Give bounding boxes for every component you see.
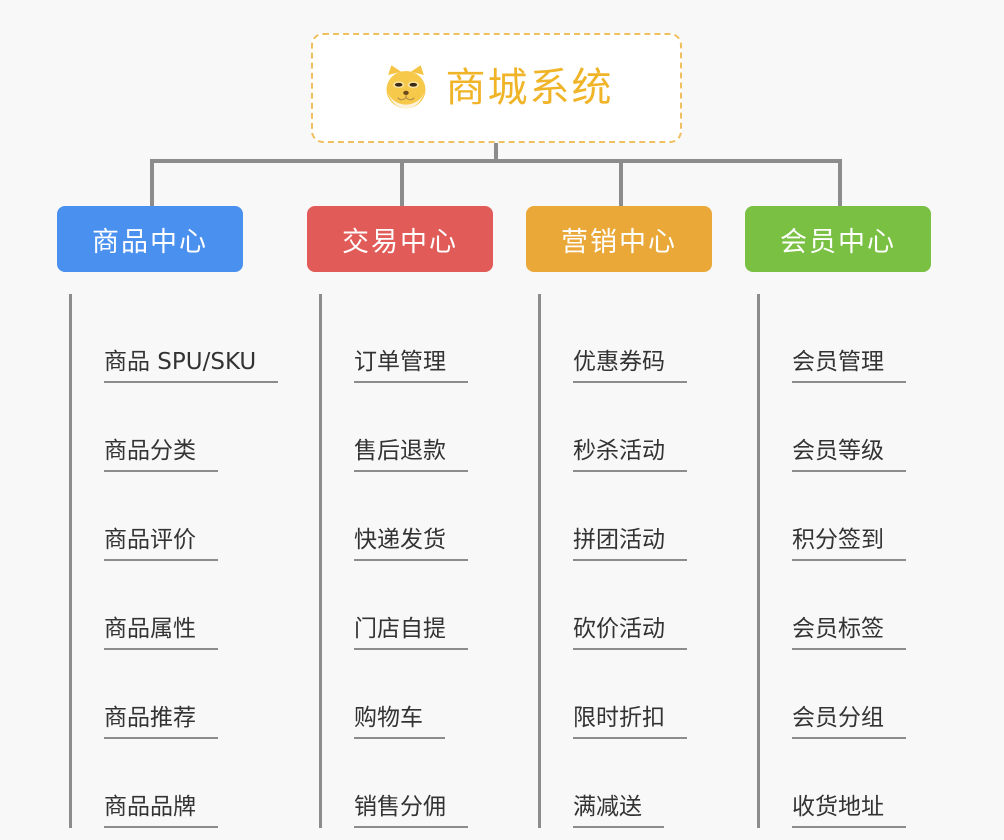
list-item[interactable]: 秒杀活动 — [541, 383, 716, 472]
connector-drop-1 — [150, 159, 154, 206]
list-item[interactable]: 会员分组 — [760, 650, 935, 739]
branch-column-3: 营销中心 优惠券码 秒杀活动 拼团活动 砍价活动 限时折扣 满减送 — [526, 206, 716, 828]
list-item[interactable]: 会员等级 — [760, 383, 935, 472]
connector-drop-4 — [838, 159, 842, 206]
leaf-label: 商品推荐 — [104, 705, 218, 739]
leaf-label: 销售分佣 — [354, 794, 468, 828]
leaf-label: 秒杀活动 — [573, 438, 687, 472]
category-box-2[interactable]: 交易中心 — [307, 206, 493, 272]
list-item[interactable]: 商品属性 — [72, 561, 247, 650]
category-label-3: 营销中心 — [561, 226, 677, 258]
leaf-label: 快递发货 — [354, 527, 468, 561]
list-item[interactable]: 优惠券码 — [541, 294, 716, 383]
list-item[interactable]: 商品品牌 — [72, 739, 247, 828]
category-box-1[interactable]: 商品中心 — [57, 206, 243, 272]
list-item[interactable]: 售后退款 — [322, 383, 497, 472]
list-item[interactable]: 会员标签 — [760, 561, 935, 650]
category-label-2: 交易中心 — [342, 226, 458, 258]
leaf-list-3: 优惠券码 秒杀活动 拼团活动 砍价活动 限时折扣 满减送 — [538, 294, 716, 828]
leaf-label: 门店自提 — [354, 616, 468, 650]
leaf-label: 砍价活动 — [573, 616, 687, 650]
branch-column-2: 交易中心 订单管理 售后退款 快递发货 门店自提 购物车 销售分佣 — [307, 206, 497, 828]
list-item[interactable]: 商品评价 — [72, 472, 247, 561]
leaf-label: 售后退款 — [354, 438, 468, 472]
category-label-4: 会员中心 — [780, 226, 896, 258]
list-item[interactable]: 收货地址 — [760, 739, 935, 828]
category-label-1: 商品中心 — [92, 226, 208, 258]
list-item[interactable]: 商品分类 — [72, 383, 247, 472]
list-item[interactable]: 积分签到 — [760, 472, 935, 561]
root-node[interactable]: 商城系统 — [311, 33, 682, 143]
category-box-3[interactable]: 营销中心 — [526, 206, 712, 272]
category-box-4[interactable]: 会员中心 — [745, 206, 931, 272]
leaf-label: 商品品牌 — [104, 794, 218, 828]
branch-column-4: 会员中心 会员管理 会员等级 积分签到 会员标签 会员分组 收货地址 — [745, 206, 935, 828]
leaf-label: 商品 SPU/SKU — [104, 349, 279, 383]
leaf-label: 满减送 — [573, 794, 664, 828]
leaf-label: 限时折扣 — [573, 705, 687, 739]
list-item[interactable]: 商品 SPU/SKU — [72, 294, 279, 383]
shiba-dog-face-icon — [386, 65, 425, 109]
leaf-label: 会员管理 — [792, 349, 906, 383]
leaf-label: 商品评价 — [104, 527, 218, 561]
leaf-label: 拼团活动 — [573, 527, 687, 561]
list-item[interactable]: 销售分佣 — [322, 739, 497, 828]
connector-drop-2 — [400, 159, 404, 206]
leaf-label: 收货地址 — [792, 794, 906, 828]
leaf-label: 会员分组 — [792, 705, 906, 739]
list-item[interactable]: 拼团活动 — [541, 472, 716, 561]
leaf-label: 订单管理 — [354, 349, 468, 383]
list-item[interactable]: 会员管理 — [760, 294, 935, 383]
list-item[interactable]: 订单管理 — [322, 294, 497, 383]
leaf-list-2: 订单管理 售后退款 快递发货 门店自提 购物车 销售分佣 — [319, 294, 497, 828]
connector-horizontal-bus — [150, 159, 840, 163]
leaf-list-4: 会员管理 会员等级 积分签到 会员标签 会员分组 收货地址 — [757, 294, 935, 828]
list-item[interactable]: 门店自提 — [322, 561, 497, 650]
leaf-label: 优惠券码 — [573, 349, 687, 383]
leaf-label: 积分签到 — [792, 527, 906, 561]
root-title: 商城系统 — [445, 65, 614, 111]
leaf-label: 会员等级 — [792, 438, 906, 472]
list-item[interactable]: 商品推荐 — [72, 650, 247, 739]
leaf-label: 购物车 — [354, 705, 445, 739]
leaf-label: 商品分类 — [104, 438, 218, 472]
branch-column-1: 商品中心 商品 SPU/SKU 商品分类 商品评价 商品属性 商品推荐 商品品牌 — [57, 206, 279, 828]
list-item[interactable]: 快递发货 — [322, 472, 497, 561]
leaf-label: 商品属性 — [104, 616, 218, 650]
connector-root-stem — [494, 143, 498, 161]
leaf-label: 会员标签 — [792, 616, 906, 650]
list-item[interactable]: 满减送 — [541, 739, 716, 828]
connector-drop-3 — [619, 159, 623, 206]
list-item[interactable]: 购物车 — [322, 650, 497, 739]
leaf-list-1: 商品 SPU/SKU 商品分类 商品评价 商品属性 商品推荐 商品品牌 — [69, 294, 279, 828]
list-item[interactable]: 砍价活动 — [541, 561, 716, 650]
list-item[interactable]: 限时折扣 — [541, 650, 716, 739]
